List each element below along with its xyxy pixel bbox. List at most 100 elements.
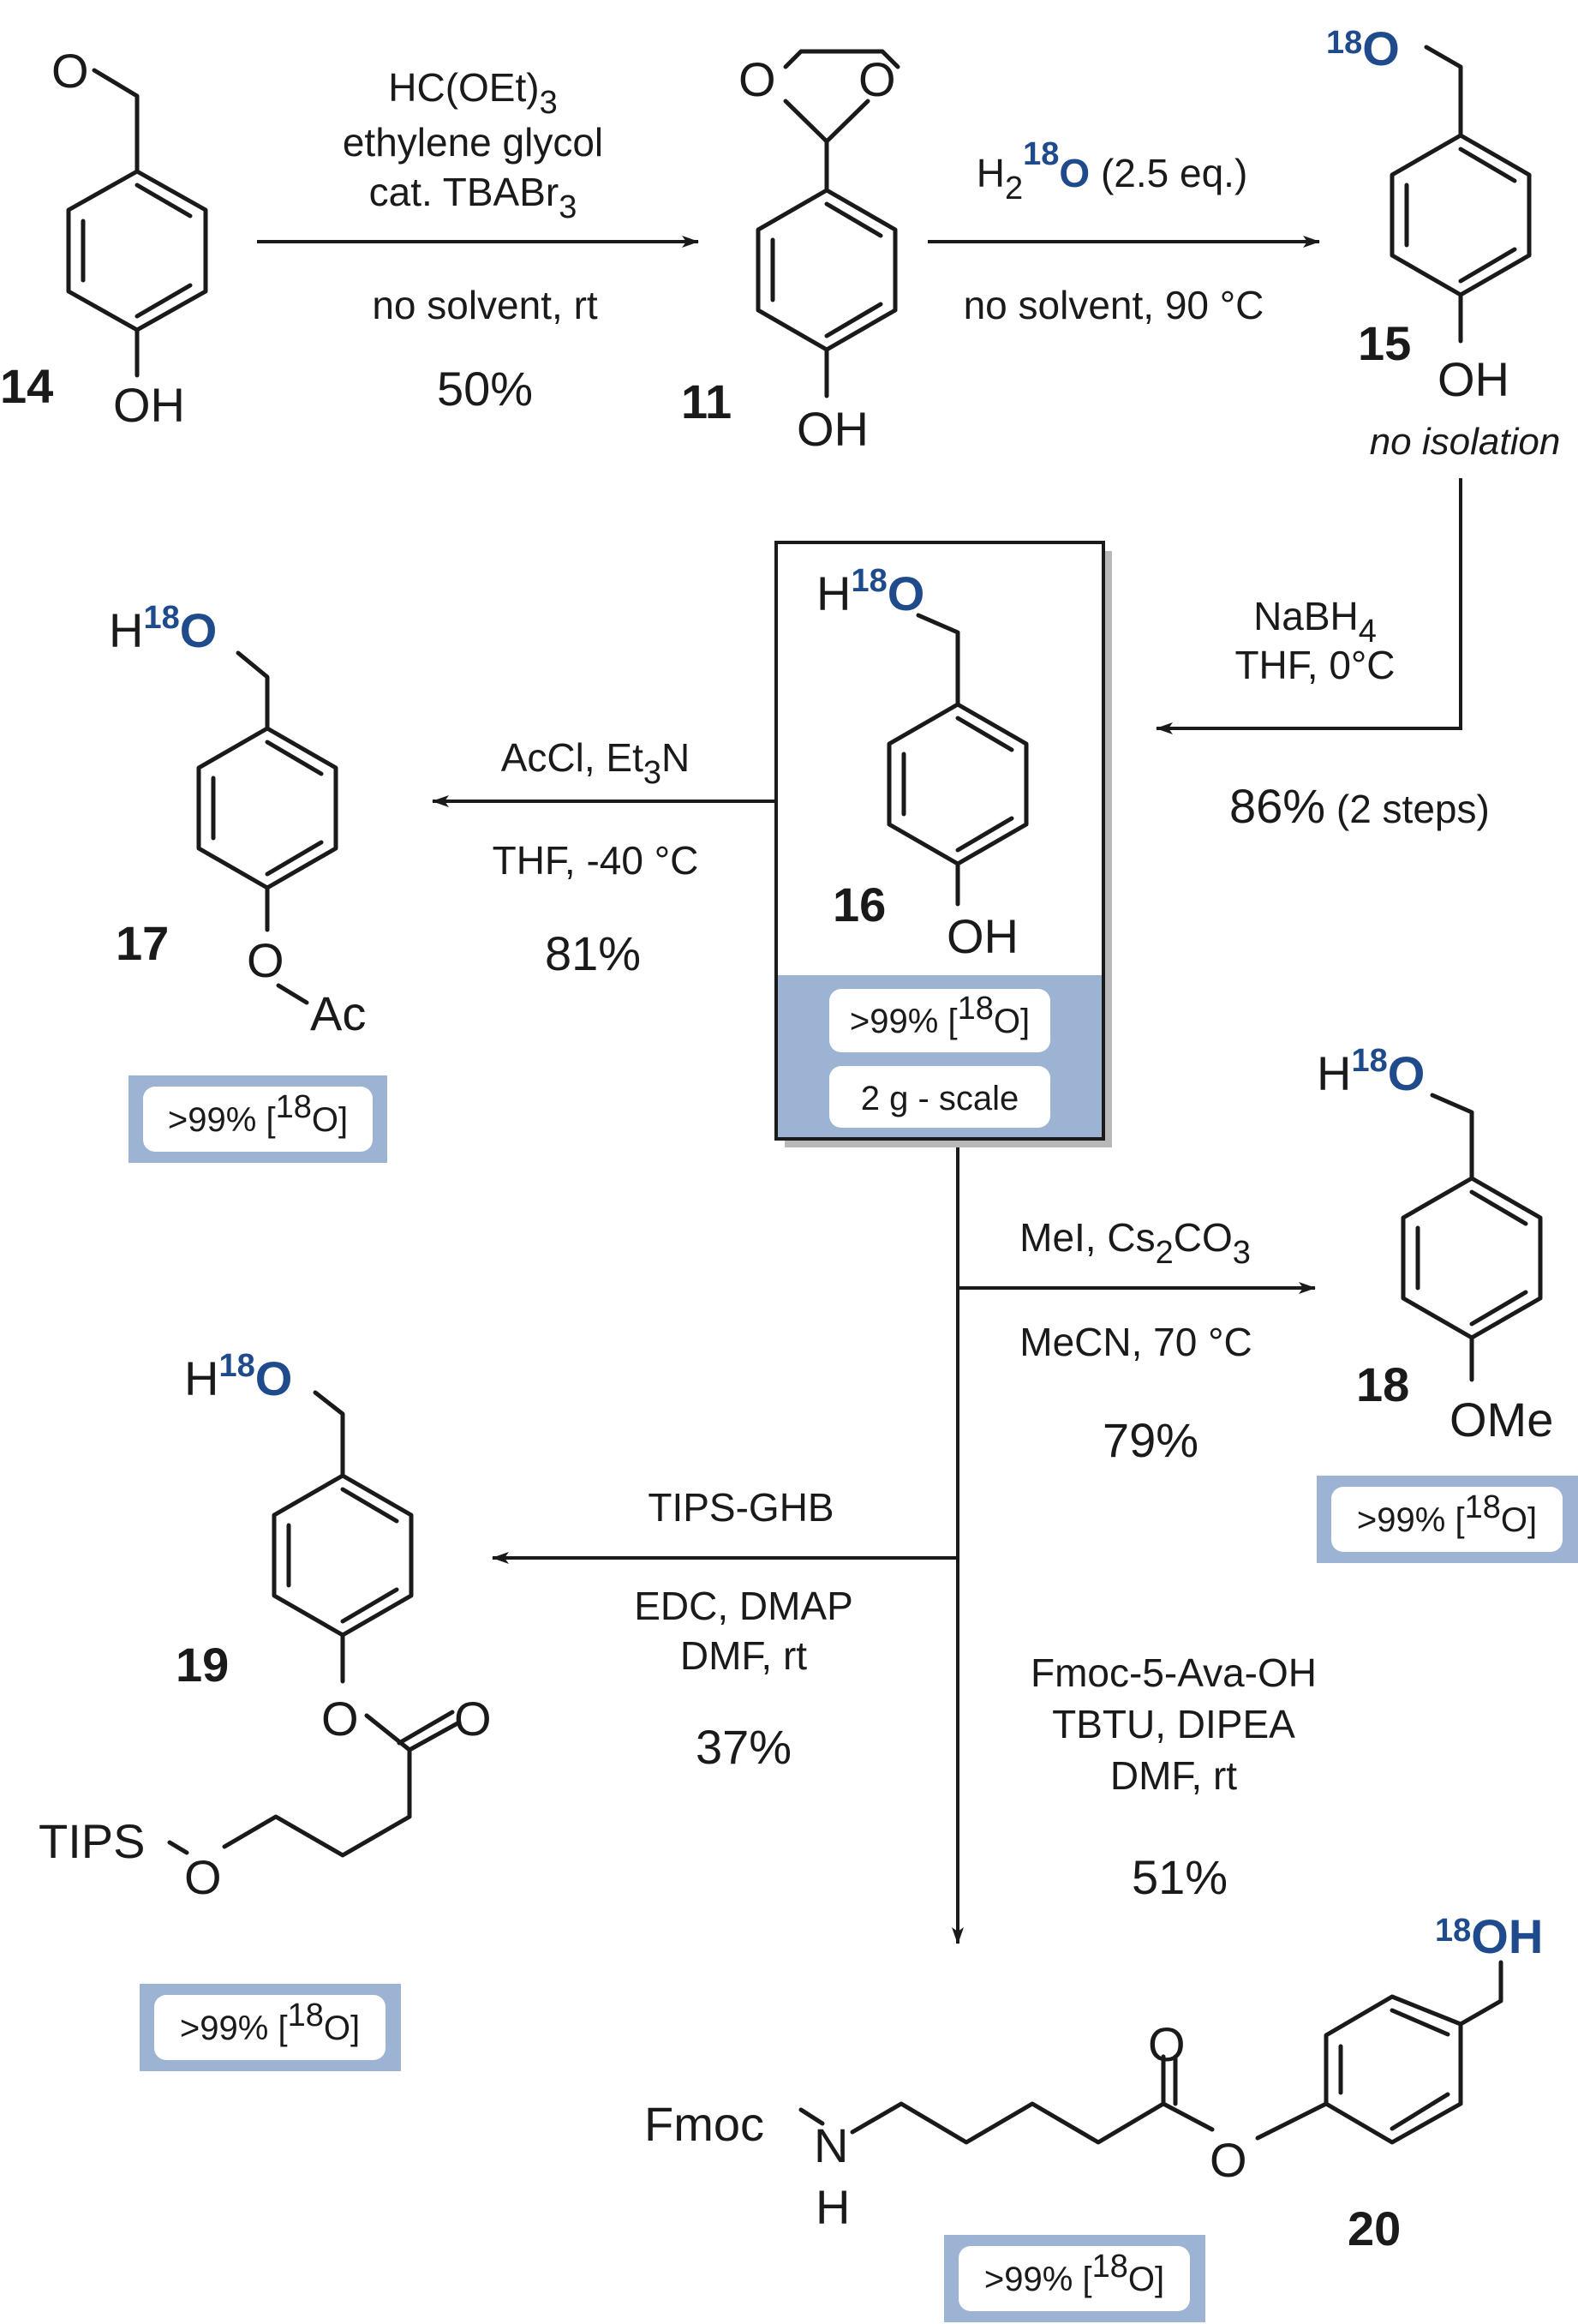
tips-label: TIPS xyxy=(39,1814,145,1868)
c19-ester-o: O xyxy=(321,1692,359,1746)
c19-iso-mass: 18 xyxy=(218,1348,254,1384)
c16-iso-mass: 18 xyxy=(851,563,887,599)
acetyl-label: Ac xyxy=(310,986,366,1040)
r2-rest: (2.5 eq.) xyxy=(1090,151,1247,195)
r2-iso-mass: 18 xyxy=(1023,136,1059,172)
r4-sub: 3 xyxy=(643,755,661,791)
no-isolation-note: no isolation xyxy=(1370,421,1561,463)
c19-h: H xyxy=(184,1351,218,1405)
fmoc-label: Fmoc xyxy=(644,2097,764,2151)
c17-iso-atom: O xyxy=(180,603,218,657)
dioxolane-o-left: O xyxy=(738,52,776,106)
compound-label-17: 17 xyxy=(116,916,169,970)
c19-carbonyl-o: O xyxy=(454,1692,492,1746)
methoxy-label: OMe xyxy=(1449,1393,1553,1447)
r4-l1b: N xyxy=(661,735,690,780)
c17-h: H xyxy=(109,603,143,657)
r4-l2: THF, -40 °C xyxy=(493,838,699,883)
c16-iso-atom: O xyxy=(888,566,925,620)
c20-carbonyl-o: O xyxy=(1148,2017,1186,2071)
r5-sub1: 2 xyxy=(1156,1235,1174,1271)
svg-text:NaBH4: NaBH4 xyxy=(1253,594,1377,650)
svg-text:H18O: H18O xyxy=(109,600,217,657)
r6-l1: TIPS-GHB xyxy=(648,1485,834,1530)
conditions-r4: AcCl, Et3N THF, -40 °C 81% xyxy=(493,735,699,980)
compound-20: 18OH O O N H Fmoc 20 xyxy=(644,1909,1543,2255)
r5-l1: MeI, Cs xyxy=(1019,1215,1155,1260)
c20-oh: OH xyxy=(1471,1909,1543,1963)
r2-below: no solvent, 90 °C xyxy=(964,283,1264,327)
r1-sub3: 3 xyxy=(559,189,577,225)
r5-l2: MeCN, 70 °C xyxy=(1019,1320,1252,1364)
scale-pill xyxy=(829,1066,1050,1128)
compound-label-11: 11 xyxy=(681,374,732,428)
r1-line1: HC(OEt) xyxy=(388,65,539,110)
compound-label-15: 15 xyxy=(1358,316,1411,370)
r7-l3: DMF, rt xyxy=(1110,1753,1237,1798)
svg-text:>99% [18O]: >99% [18O] xyxy=(168,1089,348,1139)
r3-sub: 4 xyxy=(1359,614,1377,650)
purity-badge-18: >99% [18O] xyxy=(1317,1476,1578,1563)
c20-iso-mass: 18 xyxy=(1435,1913,1471,1949)
c18-iso-atom: O xyxy=(1388,1046,1426,1100)
r5-sub2: 3 xyxy=(1233,1235,1251,1271)
hydroxyl-label: OH xyxy=(797,402,869,456)
conditions-r5: MeI, Cs2CO3 MeCN, 70 °C 79% xyxy=(1019,1215,1252,1467)
svg-text:18OH: 18OH xyxy=(1435,1909,1543,1963)
c20-n: N xyxy=(814,2118,848,2172)
purity-badge-19: >99% [18O] xyxy=(140,1984,401,2071)
conditions-r1: HC(OEt)3 ethylene glycol cat. TBABr3 no … xyxy=(343,65,603,416)
compound-19: H18O O O O TIPS 19 xyxy=(39,1348,492,1904)
c15-iso-atom: O xyxy=(1362,21,1400,75)
r2-iso-atom: O xyxy=(1059,151,1090,195)
svg-text:H18O: H18O xyxy=(816,563,924,620)
compound-label-19: 19 xyxy=(176,1638,229,1692)
hydroxyl-label: OH xyxy=(1438,352,1509,406)
compound-17: H18O O Ac 17 xyxy=(109,600,366,1040)
svg-text:H218O (2.5 eq.): H218O (2.5 eq.) xyxy=(977,136,1248,207)
conditions-r3: NaBH4 THF, 0°C 86% (2 steps) xyxy=(1229,594,1490,833)
r6-yield: 37% xyxy=(696,1720,792,1774)
r4-l1: AcCl, Et xyxy=(501,735,643,780)
r1-below: no solvent, rt xyxy=(372,283,598,327)
conditions-r6: TIPS-GHB EDC, DMAP DMF, rt 37% xyxy=(634,1485,853,1774)
r7-yield: 51% xyxy=(1132,1850,1228,1904)
purity-badge-16: >99% [18O] xyxy=(850,991,1030,1040)
svg-text:H18O: H18O xyxy=(1317,1043,1425,1100)
c17-ester-o: O xyxy=(247,933,284,987)
r2-sub2: 2 xyxy=(1005,171,1023,207)
compound-14: O OH 14 xyxy=(0,44,208,432)
conditions-r7: Fmoc-5-Ava-OH TBTU, DIPEA DMF, rt 51% xyxy=(1031,1650,1317,1904)
svg-text:>99% [18O]: >99% [18O] xyxy=(984,2249,1164,2298)
svg-text:H18O: H18O xyxy=(184,1348,292,1405)
purity-badge-17: >99% [18O] xyxy=(129,1075,387,1163)
scale-badge: 2 g - scale xyxy=(861,1080,1019,1117)
r3-yield: 86% xyxy=(1229,779,1325,833)
svg-text:18O: 18O xyxy=(1326,21,1400,75)
r1-sub1: 3 xyxy=(540,85,558,121)
conditions-r2: H218O (2.5 eq.) no solvent, 90 °C xyxy=(964,136,1264,327)
r1-line2: ethylene glycol xyxy=(343,120,603,165)
svg-text:>99% [18O]: >99% [18O] xyxy=(180,1998,360,2047)
c17-iso-mass: 18 xyxy=(143,600,179,636)
purity-pill xyxy=(829,989,1050,1052)
compound-11: O O OH 11 xyxy=(681,49,900,456)
svg-text:>99% [18O]: >99% [18O] xyxy=(1357,1489,1537,1539)
svg-text:HC(OEt)3: HC(OEt)3 xyxy=(388,65,557,121)
c20-ester-o: O xyxy=(1210,2133,1247,2187)
r7-l1: Fmoc-5-Ava-OH xyxy=(1031,1650,1317,1695)
hydroxyl-label: OH xyxy=(947,909,1019,963)
r1-line3: cat. TBABr xyxy=(369,170,559,214)
compound-16-box: >99% [18O] 2 g - scale H18O OH 16 xyxy=(774,541,1112,1147)
compound-15: 18O OH 15 no isolation xyxy=(1326,21,1560,463)
c18-h: H xyxy=(1317,1046,1351,1100)
r6-l2: EDC, DMAP xyxy=(634,1584,853,1628)
r5-l1b: CO xyxy=(1174,1215,1233,1260)
compound-label-16: 16 xyxy=(833,877,886,931)
svg-text:86% (2 steps): 86% (2 steps) xyxy=(1229,779,1490,833)
c20-nh: H xyxy=(816,2180,850,2234)
c15-iso-mass: 18 xyxy=(1326,25,1362,61)
r3-l2: THF, 0°C xyxy=(1234,643,1395,687)
r7-l2: TBTU, DIPEA xyxy=(1052,1702,1295,1746)
c16-h: H xyxy=(816,566,851,620)
